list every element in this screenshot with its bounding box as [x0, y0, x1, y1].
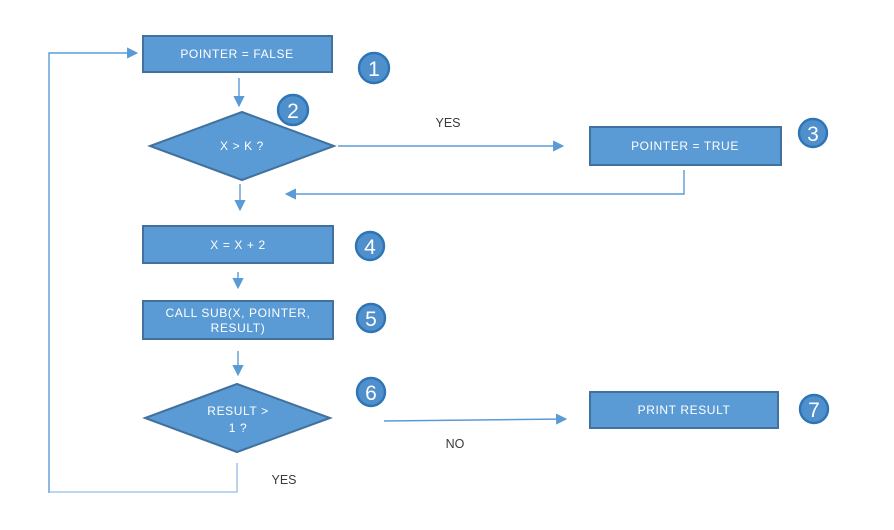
call-sub-box: [142, 300, 334, 340]
step-badge-4-circle: [354, 230, 386, 262]
step-badge-7-circle: [798, 393, 830, 425]
step-badge-5-circle: [355, 302, 387, 334]
pointer-true-box: [589, 126, 782, 166]
step-badge-4-number: 4: [364, 236, 376, 259]
node-call-sub: CALL SUB(X, POINTER, RESULT): [142, 300, 334, 340]
step-badge-3-circle: [797, 117, 829, 149]
node-pointer-true: POINTER = TRUE: [589, 126, 782, 166]
pointer-true-label: POINTER = TRUE: [631, 139, 739, 153]
step-badge-1-circle: [357, 51, 391, 85]
step-badge-7-number: 7: [808, 399, 820, 422]
x-plus-2-box: [142, 225, 334, 264]
connector-loop-bottom: [50, 463, 238, 493]
result-gt-1-label-line2: 1 ?: [229, 421, 247, 435]
step-badge-3-number: 3: [807, 123, 819, 146]
node-x-plus-2: X = X + 2: [142, 225, 334, 264]
step-badge-6: 6: [355, 376, 387, 408]
pointer-false-box: [142, 35, 333, 73]
node-decision-result-gt-1: RESULT > 1 ?: [142, 382, 333, 454]
edge-label-no: NO: [446, 437, 465, 451]
step-badge-1-number: 1: [368, 58, 380, 81]
edge-label-yes-top: YES: [435, 116, 460, 130]
call-sub-label-line1: CALL SUB(X, POINTER,: [166, 306, 311, 320]
pointer-false-label: POINTER = FALSE: [180, 47, 293, 61]
print-result-box: [589, 391, 779, 429]
x-gt-k-diamond: [147, 110, 337, 182]
result-gt-1-diamond: [142, 382, 333, 454]
step-badge-2-circle: [276, 93, 310, 127]
step-badge-7: 7: [798, 393, 830, 425]
result-gt-1-label-line1: RESULT >: [207, 404, 268, 418]
step-badge-2: 2: [276, 93, 310, 127]
step-badge-6-number: 6: [365, 382, 377, 405]
connector-loop-left-arrow: [48, 47, 139, 493]
step-badge-2-number: 2: [287, 100, 299, 123]
node-print-result: PRINT RESULT: [589, 391, 779, 429]
node-decision-x-gt-k: X > K ?: [147, 110, 337, 182]
edge-label-yes-loop: YES: [271, 473, 296, 487]
call-sub-label-line2: RESULT): [211, 321, 266, 335]
connector-pointer-true-return: [284, 170, 685, 200]
node-pointer-false: POINTER = FALSE: [142, 35, 333, 73]
step-badge-1: 1: [357, 51, 391, 85]
x-plus-2-label: X = X + 2: [210, 238, 265, 252]
step-badge-5: 5: [355, 302, 387, 334]
x-gt-k-label: X > K ?: [220, 139, 264, 153]
step-badge-3: 3: [797, 117, 829, 149]
step-badge-5-number: 5: [365, 308, 377, 331]
connector-decision2-no-to-print: [383, 413, 568, 425]
print-result-label: PRINT RESULT: [638, 403, 731, 417]
step-badge-6-circle: [355, 376, 387, 408]
step-badge-4: 4: [354, 230, 386, 262]
